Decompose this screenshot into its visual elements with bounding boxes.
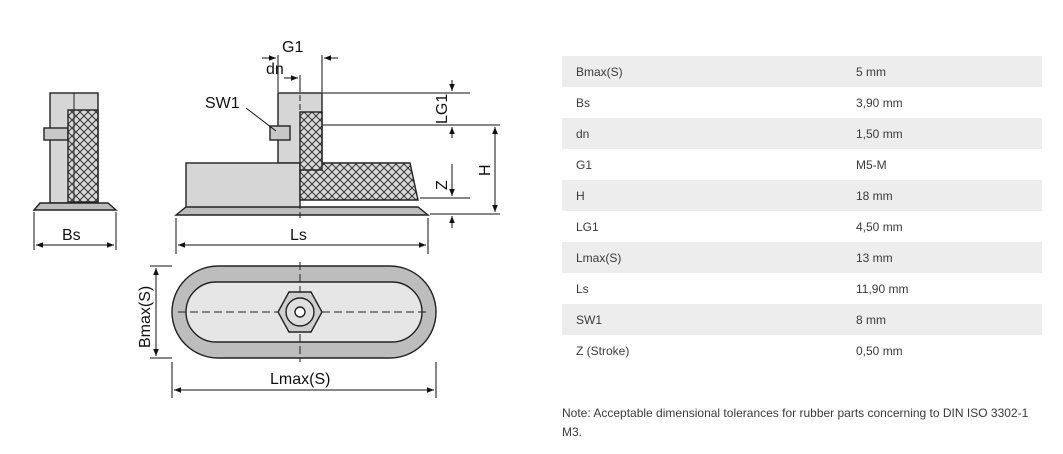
- sw1-label: SW1: [205, 95, 240, 112]
- z-label: Z: [434, 180, 451, 190]
- param-cell: Z (Stroke): [576, 343, 630, 358]
- table-row: G1 M5-M: [562, 149, 1042, 180]
- value-cell: 1,50 mm: [856, 126, 903, 141]
- front-dimensions: [175, 55, 500, 254]
- table-row: SW1 8 mm: [562, 304, 1042, 335]
- dn-label: dn: [266, 61, 284, 78]
- top-view: [171, 262, 437, 362]
- front-view: [174, 86, 430, 220]
- technical-drawing: Bs G1 dn SW1 LG1 Z H Ls: [32, 39, 500, 398]
- lmax-label: Lmax(S): [270, 371, 330, 388]
- table-row: LG1 4,50 mm: [562, 211, 1042, 242]
- value-cell: M5-M: [856, 157, 887, 172]
- table-row: Z (Stroke) 0,50 mm: [562, 335, 1042, 366]
- ls-label: Ls: [290, 227, 307, 244]
- value-cell: 5 mm: [856, 64, 886, 79]
- tolerance-note: Note: Acceptable dimensional tolerances …: [562, 406, 1029, 439]
- lg1-label: LG1: [434, 94, 451, 124]
- param-cell: Bs: [576, 95, 591, 110]
- param-cell: Bmax(S): [576, 64, 623, 79]
- value-cell: 13 mm: [856, 250, 893, 265]
- table-row: H 18 mm: [562, 180, 1042, 211]
- value-cell: 18 mm: [856, 188, 893, 203]
- param-cell: SW1: [576, 312, 603, 327]
- table-row: Lmax(S) 13 mm: [562, 242, 1042, 273]
- param-cell: LG1: [576, 219, 599, 234]
- value-cell: 11,90 mm: [856, 281, 909, 296]
- value-cell: 0,50 mm: [856, 343, 903, 358]
- bs-dimension: [33, 212, 117, 250]
- param-cell: G1: [576, 157, 593, 172]
- param-cell: Lmax(S): [576, 250, 622, 265]
- table-row: Bs 3,90 mm: [562, 87, 1042, 118]
- table-row: dn 1,50 mm: [562, 118, 1042, 149]
- spec-table: Bmax(S) 5 mm Bs 3,90 mm dn 1,50 mm G1 M5…: [562, 56, 1042, 366]
- side-view: [32, 92, 118, 211]
- value-cell: 3,90 mm: [856, 95, 903, 110]
- bs-label: Bs: [62, 227, 81, 244]
- h-label: H: [477, 164, 494, 176]
- bmax-label: Bmax(S): [137, 286, 154, 348]
- g1-label: G1: [282, 39, 303, 56]
- param-cell: H: [576, 188, 585, 203]
- param-cell: dn: [576, 126, 590, 141]
- table-row: Ls 11,90 mm: [562, 273, 1042, 304]
- top-dimensions: [150, 265, 437, 398]
- value-cell: 8 mm: [856, 312, 886, 327]
- value-cell: 4,50 mm: [856, 219, 903, 234]
- table-row: Bmax(S) 5 mm: [562, 56, 1042, 87]
- param-cell: Ls: [576, 281, 589, 296]
